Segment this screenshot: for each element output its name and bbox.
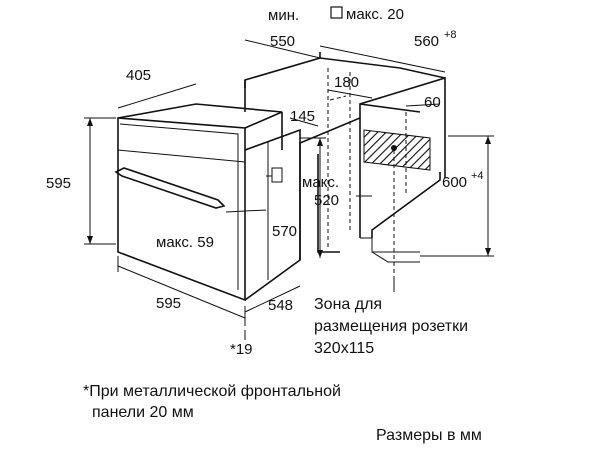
cabinet-niche (244, 52, 446, 275)
dimension-labels: мин. 550 макс. 20 560 +8 405 180 145 60 … (46, 6, 484, 358)
label-max59: макс. 59 (156, 234, 214, 251)
units-note: Размеры в мм (376, 427, 482, 444)
label-max: макс. (302, 174, 339, 191)
checkbox-symbol (330, 6, 343, 19)
label-600-sup: +4 (471, 170, 484, 182)
socket-zone-line1: Зона для (314, 296, 383, 313)
label-550: 550 (270, 33, 295, 50)
oven (114, 103, 301, 302)
label-600: 600 (442, 174, 467, 191)
socket-zone-line3: 320x115 (314, 340, 375, 357)
label-560-sup: +8 (444, 29, 457, 41)
label-60: 60 (424, 94, 441, 111)
dimension-lines (84, 39, 494, 340)
label-min: мин. (268, 7, 299, 24)
label-max20: макс. 20 (346, 6, 404, 23)
footnote-line2: панели 20 мм (92, 404, 194, 421)
label-180: 180 (334, 74, 359, 91)
label-star19: *19 (230, 341, 253, 358)
label-570: 570 (272, 223, 297, 240)
label-548: 548 (268, 297, 293, 314)
label-560: 560 (414, 33, 439, 50)
label-520: 520 (314, 192, 339, 209)
dimension-arrows (87, 118, 491, 258)
label-595-width: 595 (156, 295, 181, 312)
label-405: 405 (126, 67, 151, 84)
label-145: 145 (290, 108, 315, 125)
footnote-line1: *При металлической фронтальной (83, 383, 341, 400)
label-595-height: 595 (46, 175, 71, 192)
socket-zone-line2: размещения розетки (314, 318, 469, 335)
